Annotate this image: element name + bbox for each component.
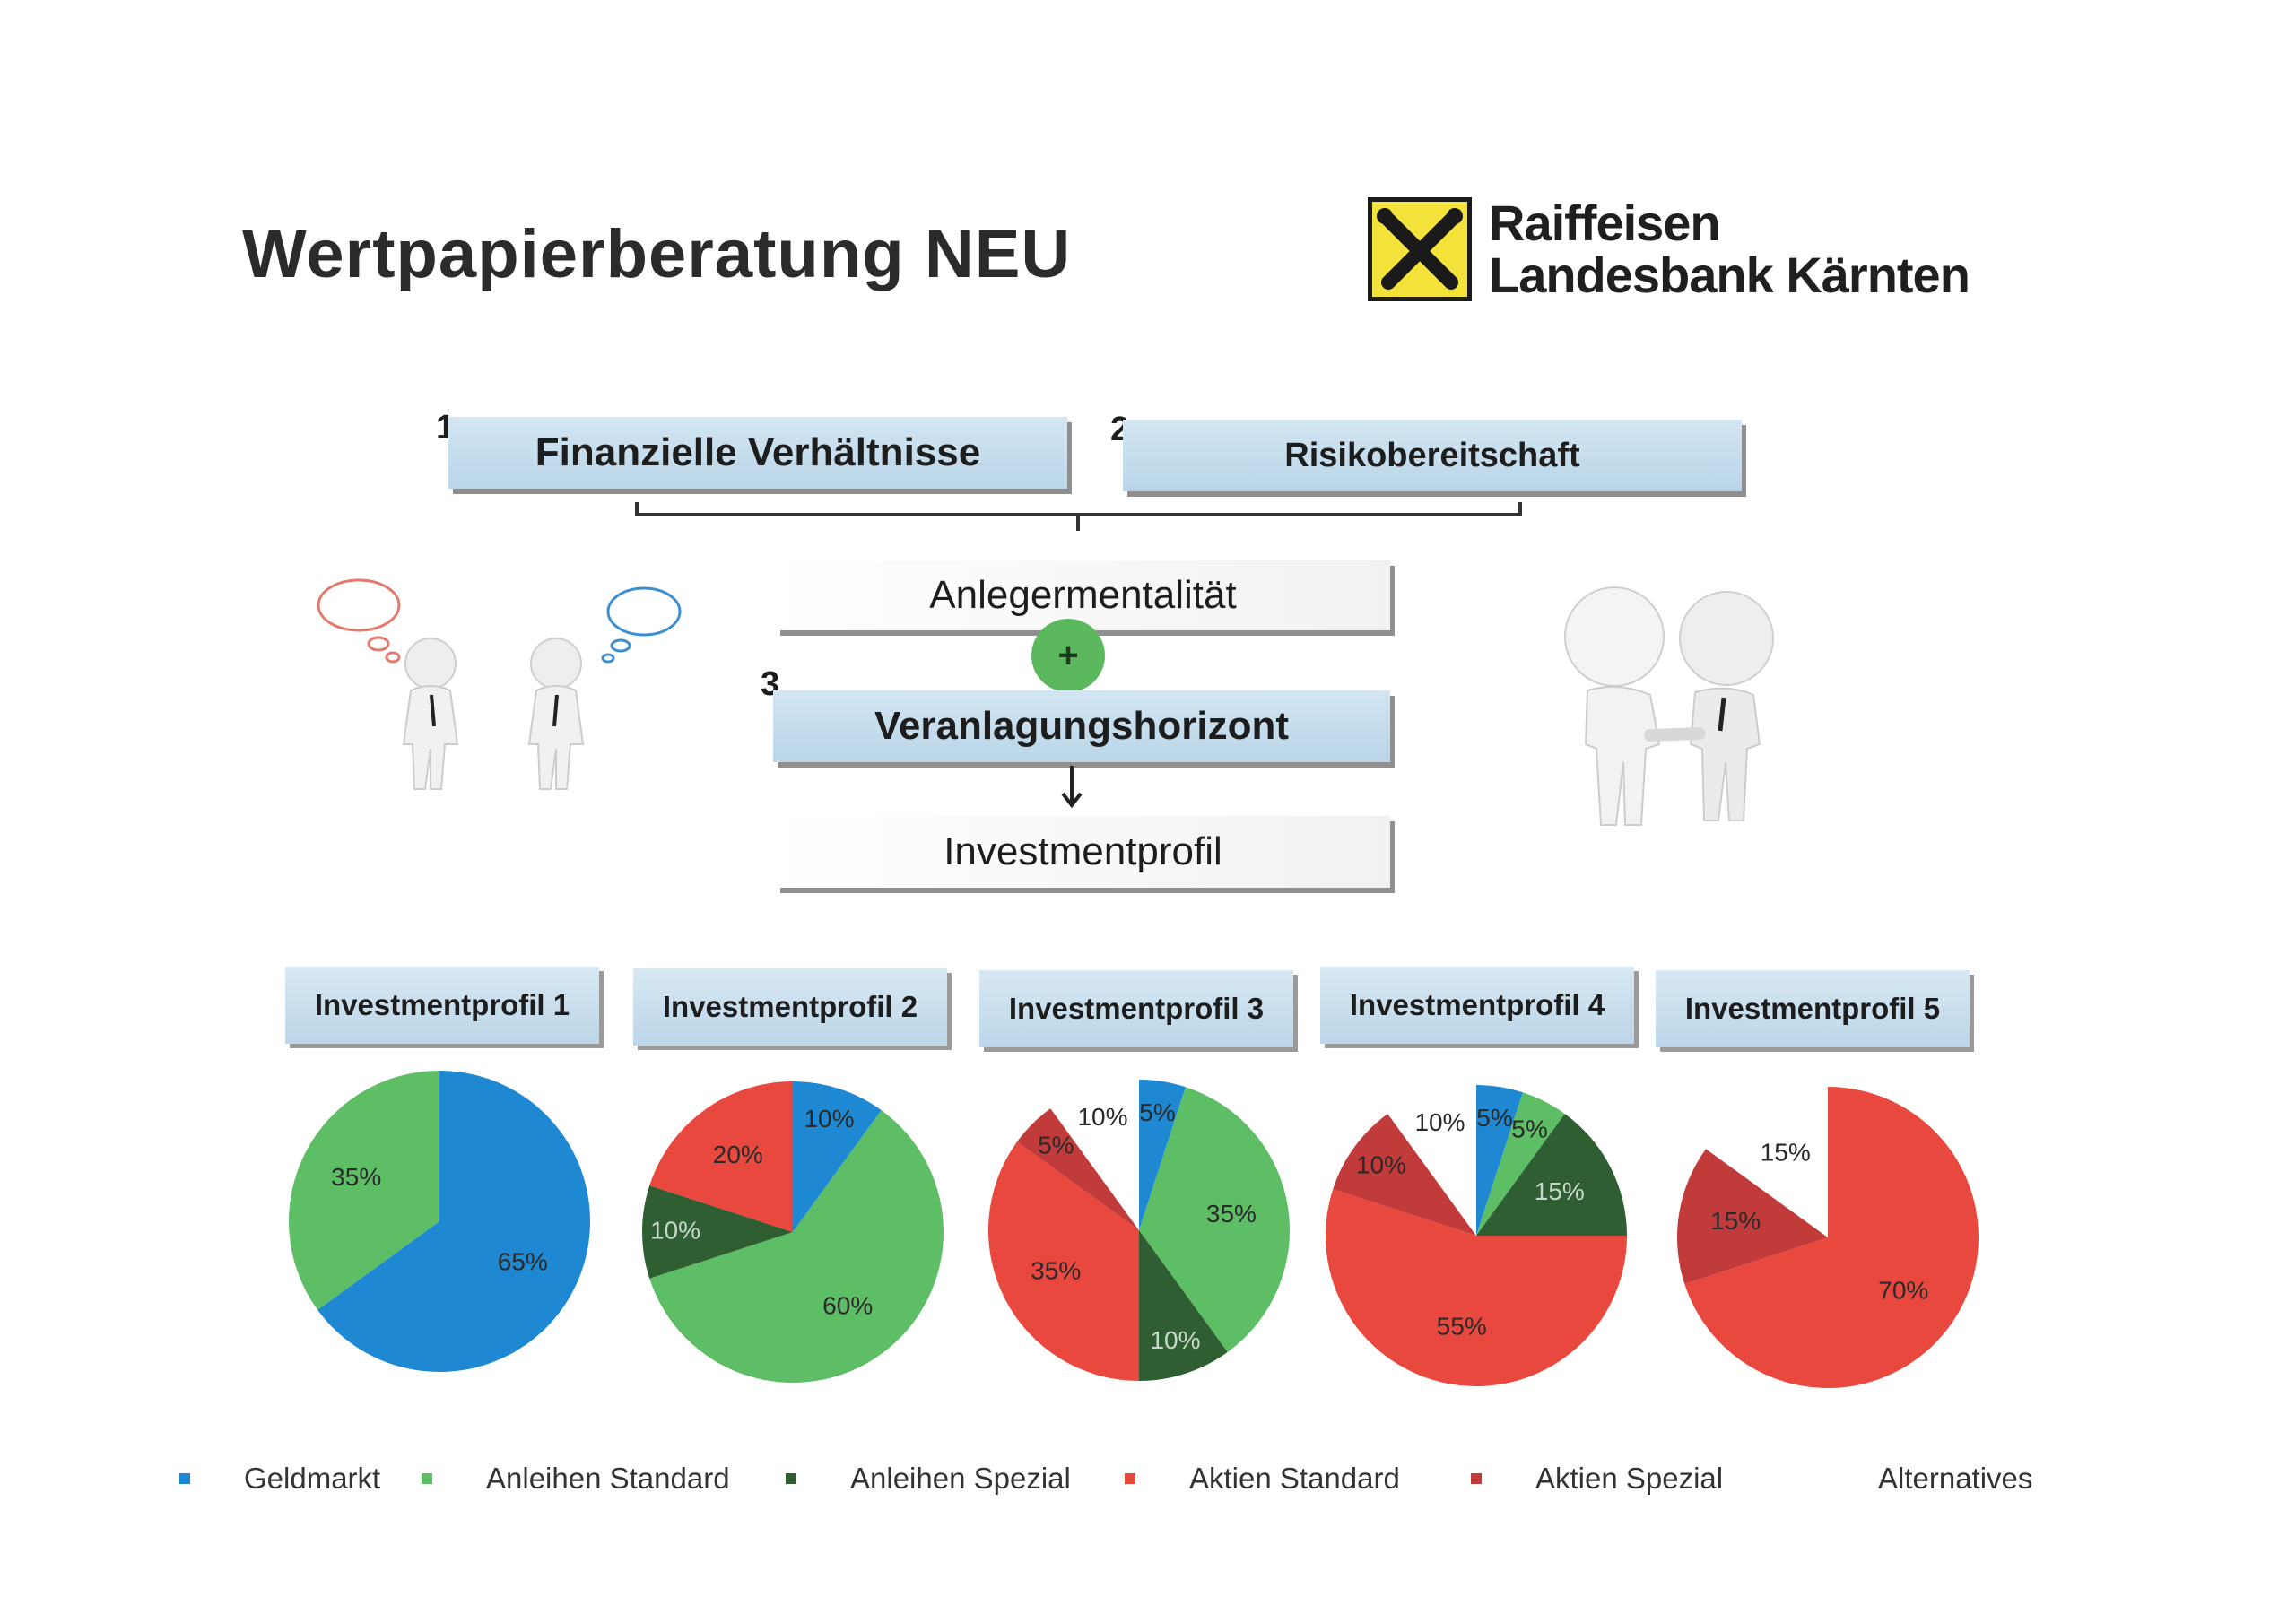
pie-slice-aktien-standard [1326,1189,1627,1386]
pie-slice-label: 65% [498,1248,548,1276]
step-2-box: Risikobereitschaft [1123,420,1742,491]
handshake-figures-icon [1564,586,1774,826]
pie-slice-aktien-standard [649,1081,793,1232]
legend-label: Aktien Spezial [1535,1462,1724,1495]
pie-slice-anleihen-standard [1476,1092,1565,1236]
pie-slice-label: 15% [1761,1139,1811,1167]
pie-slice-aktien-standard [1684,1087,1979,1388]
profile-1-header: Investmentprofil 1 [285,967,599,1044]
pie-slice-label: 10% [1414,1108,1465,1136]
legend-swatch [786,1473,796,1484]
logo-line-1: Raiffeisen [1489,195,1721,251]
anlegermentalitaet-label: Anlegermentalität [929,573,1237,617]
step-2-label: Risikobereitschaft [1284,436,1580,474]
pie-slice-geldmarkt [1476,1085,1523,1236]
legend-item-aktien-spezial: Aktien Spezial [1471,1462,1723,1496]
pie-slice-anleihen-standard [1139,1087,1290,1352]
chart-legend: Geldmarkt Anleihen Standard Anleihen Spe… [179,1462,2081,1524]
step-1-box: Finanzielle Verhältnisse [448,417,1067,489]
legend-swatch [1471,1473,1482,1484]
pie-slice-geldmarkt [1139,1080,1186,1230]
legend-item-anleihen-standard: Anleihen Standard [422,1462,730,1496]
pie-chart-profile-5: 70% 15% 15% [1677,1087,1979,1388]
pie-chart-profile-1: 65% 35% [289,1071,591,1372]
pie-slice-aktien-spezial [1677,1149,1828,1284]
legend-swatch [1125,1473,1135,1484]
pie-slice-label: 20% [713,1141,763,1168]
investmentprofil-result-label: Investmentprofil [944,829,1222,873]
pie-slice-anleihen-standard [289,1071,439,1310]
profile-4-header: Investmentprofil 4 [1320,967,1634,1044]
pie-slice-label: 10% [650,1216,700,1244]
pie-slice-label: 70% [1878,1277,1928,1305]
raiffeisen-logo-icon [1368,197,1472,301]
pie-slice-label: 5% [1139,1098,1175,1126]
pie-slice-label: 5% [1511,1115,1547,1143]
pie-slice-geldmarkt [793,1081,882,1232]
pie-chart-profile-2: 10% 60% 10% 20% [641,1081,944,1384]
pie-slice-label: 35% [331,1163,381,1191]
page-title: Wertpapierberatung NEU [242,216,1072,292]
legend-swatch [179,1473,190,1484]
legend-swatch [422,1473,432,1484]
pie-slice-anleihen-spezial [1139,1230,1228,1381]
logo-line-2: Landesbank Kärnten [1489,247,1970,303]
pie-slice-label: 15% [1535,1177,1585,1205]
logo-text: Raiffeisen Landesbank Kärnten [1489,197,1970,301]
pie-slice-label: 55% [1437,1312,1487,1340]
anlegermentalitaet-box: Anlegermentalität [776,560,1390,630]
legend-item-anleihen-spezial: Anleihen Spezial [786,1462,1071,1496]
pie-slice-label: 5% [1038,1132,1074,1159]
pie-chart-profile-4: 5%5% 15% 55% 10% 10% [1326,1085,1627,1386]
legend-swatch [1813,1473,1824,1484]
legend-label: Aktien Standard [1189,1462,1400,1495]
legend-label: Geldmarkt [244,1462,381,1495]
legend-label: Alternatives [1878,1462,2033,1495]
merge-bracket [635,502,1522,531]
profile-2-header: Investmentprofil 2 [633,968,947,1046]
profile-3-header: Investmentprofil 3 [979,970,1293,1047]
pie-slice-alternatives [1050,1080,1139,1230]
pie-slice-label: 60% [822,1292,873,1320]
plus-icon: + [1031,619,1105,692]
profile-5-header: Investmentprofil 5 [1656,970,1970,1047]
pie-slice-aktien-standard [988,1141,1139,1381]
thinking-figures-icon [317,578,682,790]
legend-item-geldmarkt: Geldmarkt [179,1462,380,1496]
pie-slice-label: 35% [1206,1200,1257,1228]
legend-label: Anleihen Standard [486,1462,730,1495]
pie-slice-label: 10% [1356,1150,1406,1178]
pie-slice-aktien-spezial [1017,1108,1139,1230]
pie-slice-geldmarkt [317,1071,591,1372]
legend-item-aktien-standard: Aktien Standard [1125,1462,1400,1496]
pie-slice-label: 15% [1710,1207,1761,1235]
step-1-label: Finanzielle Verhältnisse [535,430,981,474]
legend-label: Anleihen Spezial [850,1462,1071,1495]
pie-slice-label: 35% [1031,1257,1081,1285]
pie-slice-anleihen-standard [649,1110,944,1384]
pie-slice-label: 10% [1150,1326,1200,1354]
pie-slice-label: 5% [1476,1104,1512,1132]
pie-slice-label: 10% [1077,1103,1127,1131]
pie-slice-alternatives [1387,1085,1476,1236]
pie-slice-aktien-spezial [1333,1114,1476,1236]
pie-slice-label: 10% [804,1105,854,1133]
investmentprofil-result-box: Investmentprofil [776,816,1390,888]
step-3-label: Veranlagungshorizont [874,704,1290,748]
pie-slice-anleihen-spezial [1476,1114,1627,1236]
pie-chart-profile-3: 5%35%10%35%5%10% [988,1080,1290,1381]
step-3-box: Veranlagungshorizont [773,690,1390,762]
pie-slice-anleihen-spezial [641,1185,793,1279]
pie-slice-alternatives [1706,1087,1828,1237]
down-arrow-icon [1061,766,1083,809]
legend-item-alternatives: Alternatives [1813,1462,2032,1496]
